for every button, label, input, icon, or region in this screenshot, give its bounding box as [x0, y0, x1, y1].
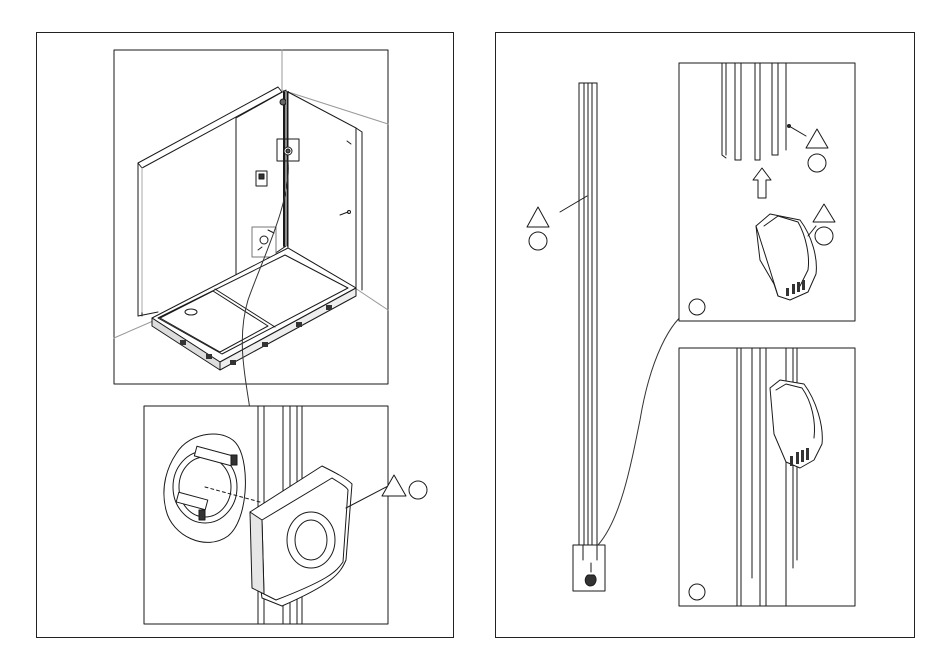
profile-illustration [527, 83, 690, 591]
callout-circle-icon [409, 481, 427, 499]
cap-detail-illustration [144, 406, 427, 624]
top-fitting-icon [280, 99, 286, 105]
clip-installed-detail [679, 348, 855, 606]
overview-illustration [114, 50, 388, 410]
profile-triangle-icon [527, 207, 549, 227]
clip-insertion-detail [679, 63, 855, 321]
step-circle-icon [689, 299, 705, 315]
clip-circle-icon [815, 227, 833, 245]
profile-circle-icon [529, 232, 547, 250]
step-circle-icon [689, 584, 705, 600]
bottom-detail-frame [679, 348, 855, 606]
top-circle-icon [808, 154, 826, 172]
top-detail-frame [679, 63, 855, 321]
